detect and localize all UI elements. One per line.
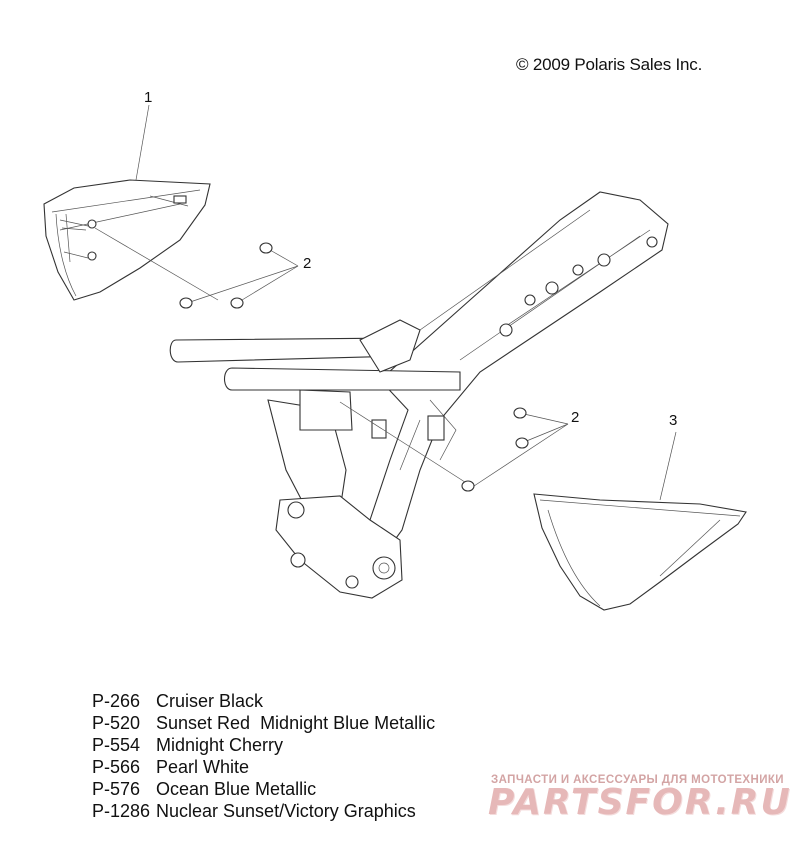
color-code: P-554 [92, 735, 141, 755]
lower-grommets [339, 401, 569, 492]
legend-item: P-576 Ocean Blue Metallic [92, 778, 435, 800]
color-name: Nuclear Sunset/Victory Graphics [156, 801, 416, 821]
legend-item: P-520 Sunset Red Midnight Blue Metallic [92, 712, 435, 734]
callout-2-lower: 2 [571, 409, 580, 426]
color-code: P-1286 [92, 801, 151, 821]
callout-1-leader [135, 104, 150, 181]
copyright-notice: © 2009 Polaris Sales Inc. [516, 55, 703, 74]
legend-item: P-554 Midnight Cherry [92, 734, 435, 756]
color-code: P-566 [92, 757, 141, 777]
color-name: Cruiser Black [156, 691, 264, 711]
color-code: P-266 [92, 691, 141, 711]
watermark-tagline: ЗАПЧАСТИ И АКСЕССУАРЫ ДЛЯ МОТОТЕХНИКИ [491, 774, 784, 786]
callout-1: 1 [144, 89, 153, 106]
callout-3: 3 [669, 412, 678, 429]
color-name: Ocean Blue Metallic [156, 779, 317, 799]
callout-3-leader [659, 431, 677, 501]
left-side-cover [43, 179, 211, 301]
motorcycle-frame [169, 191, 669, 599]
color-name: Midnight Cherry [156, 735, 284, 755]
legend-item: P-566 Pearl White [92, 756, 435, 778]
legend-item: P-266 Cruiser Black [92, 690, 435, 712]
watermark-logo: PARTSFOR.RU [488, 782, 792, 823]
color-code: P-576 [92, 779, 141, 799]
color-name: Sunset Red Midnight Blue Metallic [156, 713, 436, 733]
callout-2-upper: 2 [303, 255, 312, 272]
upper-grommets [94, 227, 299, 309]
color-code-legend: P-266 Cruiser Black P-520 Sunset Red Midni… [92, 690, 435, 822]
right-side-cover [533, 493, 747, 611]
color-code: P-520 [92, 713, 141, 733]
color-name: Pearl White [156, 757, 250, 777]
